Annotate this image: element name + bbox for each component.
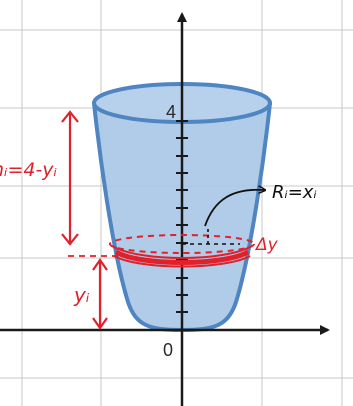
yi-arrow-bottom-head bbox=[92, 317, 108, 330]
axes bbox=[0, 12, 330, 406]
yi-label: yᵢ bbox=[73, 283, 90, 307]
y-axis-label-4: 4 bbox=[166, 102, 176, 122]
height-arrow bbox=[61, 110, 79, 246]
disk-slice-band-line-2 bbox=[113, 255, 251, 268]
thickness-label: Δy bbox=[254, 235, 279, 255]
disk-slice-front-band bbox=[114, 249, 250, 265]
radius-pointer-arrow bbox=[204, 190, 264, 227]
origin-label: 0 bbox=[163, 340, 173, 360]
yi-arrow bbox=[92, 258, 108, 330]
disk-slice-top-edge bbox=[109, 234, 255, 254]
disk-slice bbox=[68, 234, 255, 268]
height-label: hᵢ=4-yᵢ bbox=[0, 159, 57, 181]
height-arrow-top-head bbox=[61, 110, 79, 123]
height-arrow-bottom-head bbox=[61, 233, 79, 246]
yi-arrow-top-head bbox=[92, 258, 108, 271]
y-axis-ticks bbox=[176, 120, 188, 313]
radius-marker bbox=[182, 190, 264, 245]
disk-slice-band-line-1 bbox=[111, 245, 253, 259]
radius-label: Rᵢ=xᵢ bbox=[272, 182, 317, 203]
